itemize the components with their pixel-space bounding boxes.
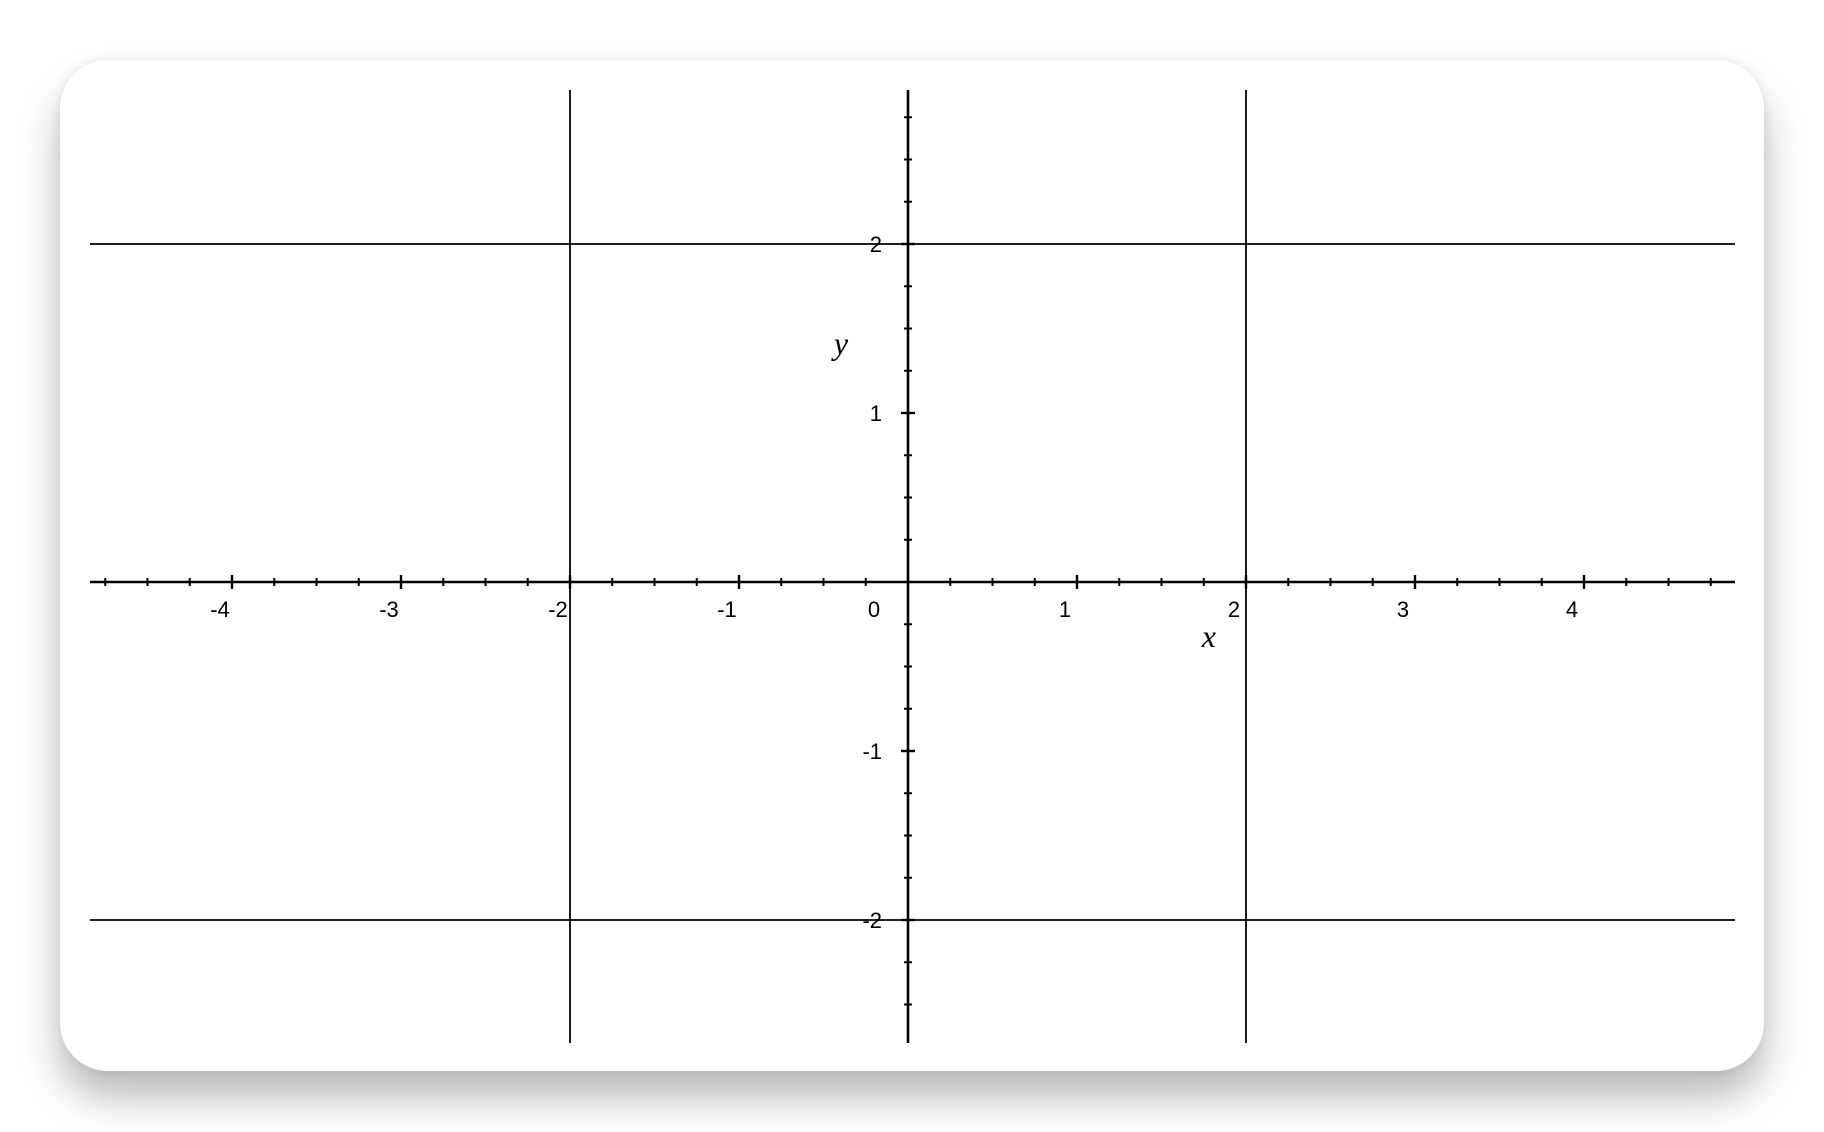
y-axis-label: y	[831, 325, 849, 361]
x-tick-label: 4	[1566, 597, 1578, 622]
x-tick-label: -1	[717, 597, 737, 622]
x-tick-label: 1	[1059, 597, 1071, 622]
x-tick-label: -2	[548, 597, 568, 622]
chart-card	[60, 60, 1764, 1071]
x-axis-label: x	[1201, 618, 1216, 654]
x-tick-label: 2	[1228, 597, 1240, 622]
y-tick-label: 1	[870, 401, 882, 426]
x-tick-label: 3	[1397, 597, 1409, 622]
series-layer	[90, 90, 1735, 1043]
x-tick-label: -4	[210, 597, 230, 622]
axes-layer	[90, 90, 1735, 1043]
labels-layer: x y -4 -3 -2 -1 0 1 2 3 4 -2 -1 1 2	[210, 232, 1578, 933]
x-tick-label: 0	[868, 597, 880, 622]
y-tick-label: -2	[862, 908, 882, 933]
y-tick-label: 2	[870, 232, 882, 257]
ticks-layer	[104, 116, 1712, 1006]
y-tick-label: -1	[862, 739, 882, 764]
x-tick-label: -3	[379, 597, 399, 622]
